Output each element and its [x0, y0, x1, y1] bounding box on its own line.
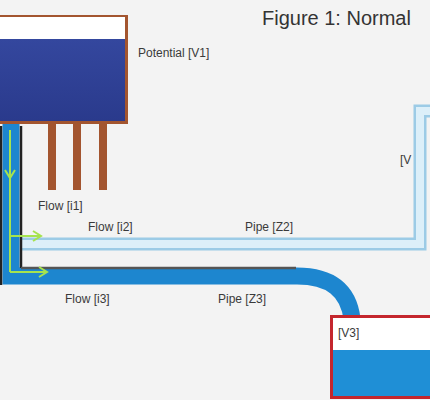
tank-node: Potential [V1]	[0, 15, 230, 125]
pipe-wall	[0, 126, 2, 285]
tank-leg	[73, 123, 81, 190]
pipe-wall	[21, 267, 296, 270]
pipe-label: Pipe [Z3]	[218, 292, 266, 306]
pipe-z3	[11, 124, 352, 319]
figure-title: Figure 1: Normal	[262, 6, 411, 30]
tank-shape	[0, 15, 128, 124]
pipe-z2	[20, 111, 430, 244]
basin-label: [V3]	[338, 326, 359, 340]
pipe-z2-inner	[20, 111, 430, 244]
callout-label: Flow [i3]	[65, 292, 110, 306]
callout-label: Flow [i1]	[38, 199, 83, 213]
callout-label: Flow [i2]	[88, 220, 133, 234]
pipe-connector	[11, 124, 352, 319]
tank-label: Potential [V1]	[138, 46, 209, 60]
callout-label: Pipe [Z2]	[245, 220, 293, 234]
tank-leg	[48, 123, 56, 190]
tank-leg	[99, 123, 107, 190]
basin-node: [V3]	[330, 315, 430, 400]
callout-label: [V	[400, 153, 411, 167]
pipe-wall	[20, 126, 23, 268]
